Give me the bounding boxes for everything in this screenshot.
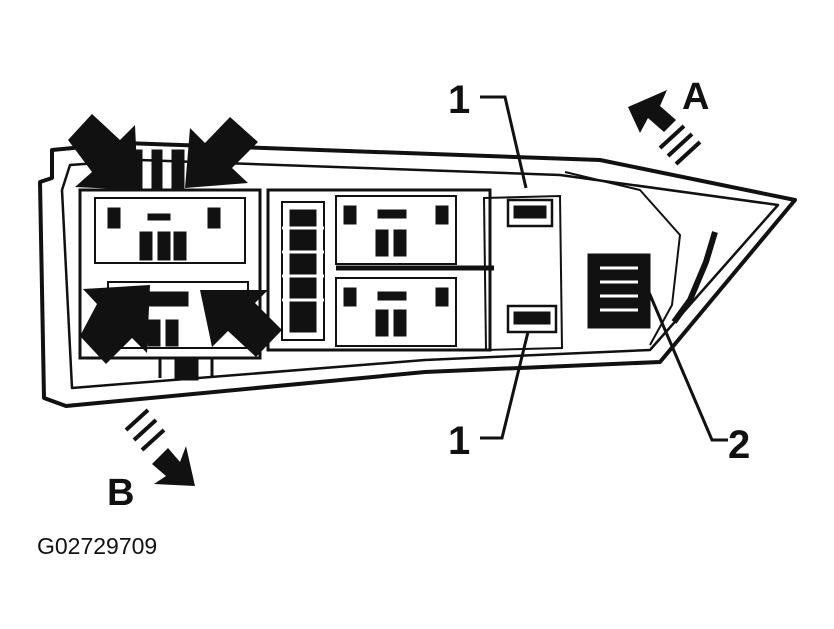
callout-1-lower: 1 — [448, 419, 470, 463]
leader-2 — [643, 282, 728, 442]
release-arrows — [68, 114, 282, 364]
view-arrow-b — [124, 408, 195, 486]
arrow-lower-right — [200, 290, 282, 357]
callout-1-upper: 1 — [448, 78, 470, 122]
arrow-upper-left — [68, 114, 138, 190]
leader-1-lower — [480, 331, 530, 440]
view-label-b: B — [107, 472, 134, 514]
retaining-clip-lower — [506, 304, 558, 334]
view-arrow-a — [628, 90, 702, 166]
retaining-clip-upper — [506, 198, 554, 228]
leader-1-upper — [480, 95, 528, 189]
left-switch-block — [78, 149, 262, 381]
right-section — [482, 194, 651, 352]
callout-2: 2 — [728, 423, 750, 467]
center-switch-block — [266, 188, 494, 352]
arrow-lower-left — [80, 285, 150, 364]
figure-id: G02729709 — [37, 533, 158, 559]
leader-lines — [480, 95, 728, 442]
arrow-upper-right — [185, 117, 258, 188]
electrical-connector — [587, 253, 651, 329]
view-label-a: A — [682, 76, 709, 118]
